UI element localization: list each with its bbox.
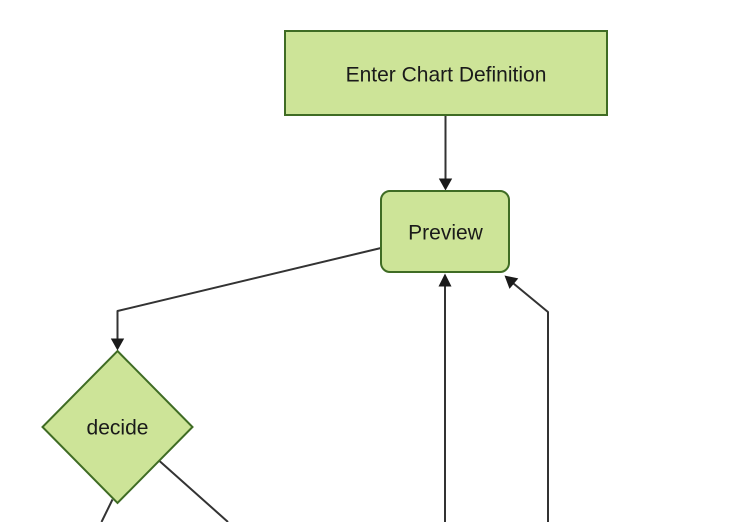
edge-bottom-right-to-preview	[512, 282, 549, 522]
node-decide-shape	[41, 349, 194, 505]
node-preview-label: Preview	[408, 222, 484, 245]
node-decide-label: decide	[87, 417, 149, 440]
node-enter-chart-definition-shape	[284, 30, 608, 116]
edge-preview-to-decide	[116, 247, 382, 339]
edge-preview-to-decide-arrowhead-icon	[110, 338, 125, 351]
node-decide: decide	[41, 349, 194, 505]
node-preview-shape	[380, 190, 510, 273]
node-enter-chart-definition: Enter Chart Definition	[284, 30, 608, 116]
edge-decide-to-bottom-left	[100, 499, 114, 523]
edge-bottom-right-to-preview-arrowhead-icon	[504, 275, 519, 289]
edge-enter-to-preview-arrowhead-icon	[438, 178, 453, 191]
edge-bottom-to-preview-arrowhead-icon	[438, 273, 452, 287]
node-enter-chart-definition-label: Enter Chart Definition	[346, 64, 547, 87]
edge-decide-to-bottom-right	[158, 460, 229, 523]
node-layer: Enter Chart Definition Preview decide	[41, 30, 608, 505]
edge-layer	[100, 115, 549, 523]
node-preview: Preview	[380, 190, 510, 273]
